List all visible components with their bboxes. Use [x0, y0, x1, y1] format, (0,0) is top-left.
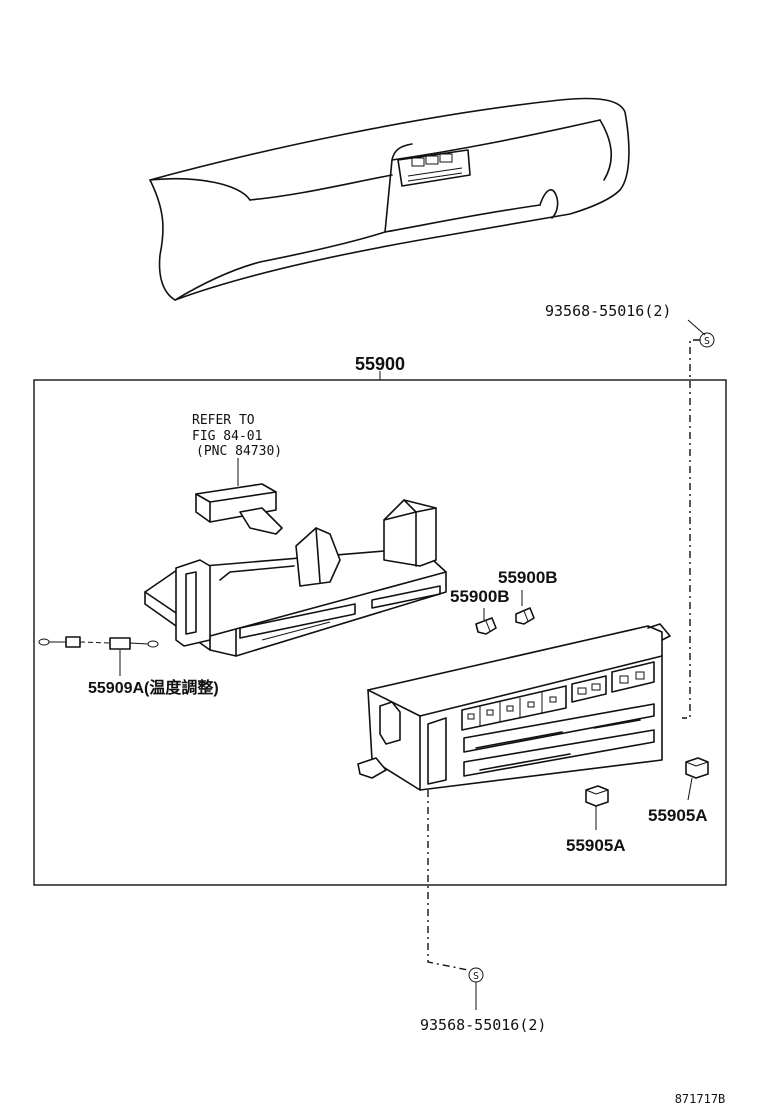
refer-line-1: REFER TO	[192, 413, 255, 428]
bulb-1	[475, 617, 497, 635]
figure-id: 871717B	[675, 1092, 726, 1106]
refer-line-2: FIG 84-01	[192, 429, 262, 444]
svg-text:S: S	[704, 336, 710, 347]
bulb-label-upper: 55900B	[498, 568, 558, 587]
resistor-illustration	[38, 636, 159, 676]
dashboard-illustration	[149, 97, 630, 301]
bulb-label-lower: 55900B	[450, 587, 510, 606]
screw-bottom-label: 93568-55016(2)	[420, 1016, 546, 1034]
refer-line-3: (PNC 84730)	[196, 444, 282, 459]
knob-left	[585, 785, 609, 830]
control-panel-illustration	[357, 623, 671, 791]
assembly-label: 55900	[355, 354, 405, 374]
screw-symbol-bottom: S	[468, 967, 484, 983]
bulb-2	[515, 607, 535, 625]
connector-illustration	[195, 483, 283, 535]
knob-right	[685, 757, 709, 801]
knob-right-label: 55905A	[648, 806, 708, 825]
svg-text:S: S	[473, 971, 479, 982]
screw-symbol-top: S	[699, 332, 715, 348]
screw-top-label: 93568-55016(2)	[545, 302, 671, 320]
control-module-illustration	[144, 499, 447, 657]
knob-left-label: 55905A	[566, 836, 626, 855]
resistor-label: 55909A(温度調整)	[88, 678, 219, 697]
